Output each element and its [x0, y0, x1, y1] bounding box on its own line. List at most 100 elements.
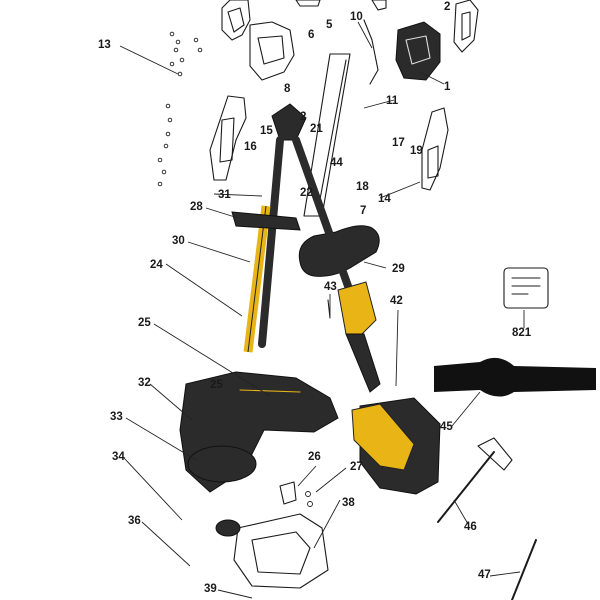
- upper-handle-grip: [258, 103, 352, 348]
- callout-34: 34: [112, 451, 125, 463]
- callout-17: 17: [392, 137, 405, 149]
- leader-line: [315, 467, 347, 493]
- upper-housing-center: [249, 0, 321, 81]
- screw-mark: [175, 39, 181, 45]
- callout-5: 5: [326, 19, 333, 31]
- screw-mark: [157, 181, 163, 187]
- leader-line: [213, 193, 263, 197]
- callout-46: 46: [464, 521, 477, 533]
- leader-line: [357, 21, 373, 49]
- screw-mark: [157, 157, 163, 163]
- leader-line: [153, 323, 271, 397]
- callout-2: 2: [444, 1, 450, 13]
- callout-28: 28: [190, 201, 203, 213]
- callout-2b: 2: [300, 111, 306, 123]
- screw-mark: [169, 61, 175, 67]
- callout-47: 47: [478, 569, 491, 581]
- callout-30: 30: [172, 235, 185, 247]
- tube-assembly-42: [337, 281, 381, 393]
- leader-line: [125, 417, 197, 461]
- leader-line: [363, 261, 387, 269]
- leader-line: [297, 465, 317, 487]
- callout-29: 29: [392, 263, 405, 275]
- screw-mark: [165, 131, 171, 137]
- callout-10: 10: [350, 11, 363, 23]
- spool-36: [215, 519, 241, 537]
- screw-mark: [177, 71, 183, 77]
- callout-11: 11: [386, 95, 399, 107]
- battery-pack: [351, 397, 441, 495]
- screw-mark: [173, 47, 179, 53]
- callout-7: 7: [360, 205, 366, 217]
- leader-line: [205, 207, 239, 219]
- callout-1: 1: [444, 81, 451, 93]
- wrench-46: [437, 437, 513, 523]
- leader-line: [119, 45, 179, 75]
- screw-mark: [193, 37, 199, 43]
- callout-15: 15: [260, 125, 273, 137]
- leader-line: [395, 309, 399, 387]
- callout-38: 38: [342, 497, 355, 509]
- callout-36: 36: [128, 515, 141, 527]
- screw-mark: [161, 169, 167, 175]
- callout-39: 39: [204, 583, 217, 595]
- screw-mark: [165, 103, 171, 109]
- screws-27: [305, 491, 313, 507]
- front-grip-28: [231, 211, 301, 231]
- callout-32: 32: [138, 377, 151, 389]
- callout-31: 31: [218, 189, 231, 201]
- callout-42: 42: [390, 295, 403, 307]
- callout-27: 27: [350, 461, 363, 473]
- upper-housing-left-half: [221, 0, 251, 41]
- callout-19: 19: [410, 145, 423, 157]
- screw-mark: [169, 31, 175, 37]
- callout-26: 26: [308, 451, 321, 463]
- leader-lines: [119, 21, 525, 599]
- bracket-part-10: [363, 0, 387, 85]
- callout-8: 8: [284, 83, 291, 95]
- callout-33: 33: [110, 411, 123, 423]
- callout-25b: 25: [210, 379, 223, 391]
- handle-housing-left: [209, 95, 247, 181]
- leader-line: [187, 241, 251, 263]
- leader-line: [217, 589, 253, 599]
- motor-head-assembly: [179, 371, 339, 493]
- leader-line: [123, 457, 183, 521]
- callout-16: 16: [244, 141, 257, 153]
- callout-44: 44: [330, 157, 343, 169]
- screw-set-13: [157, 31, 203, 187]
- motor-housing-part-1: [395, 21, 441, 81]
- callout-13: 13: [98, 39, 111, 51]
- callout-24: 24: [150, 259, 163, 271]
- screw-mark: [163, 143, 169, 149]
- spool-housing-38: [233, 513, 329, 589]
- callout-22: 22: [300, 187, 313, 199]
- bracket-26: [279, 481, 297, 505]
- leader-line: [451, 391, 481, 427]
- leader-line: [419, 71, 445, 85]
- label-821: [503, 267, 549, 309]
- leader-line: [141, 521, 191, 567]
- leader-line: [453, 499, 469, 525]
- callout-18: 18: [356, 181, 369, 193]
- hex-key-47: [511, 539, 537, 600]
- leader-line: [165, 263, 243, 317]
- callout-45: 45: [440, 421, 453, 433]
- housing-cover-part-2: [453, 0, 479, 53]
- callout-14: 14: [378, 193, 391, 205]
- main-shaft-24: [243, 205, 271, 353]
- callout-43: 43: [324, 281, 337, 293]
- leader-line: [489, 571, 521, 577]
- leader-line: [149, 383, 193, 421]
- callout-25: 25: [138, 317, 151, 329]
- callout-6: 6: [308, 29, 314, 41]
- callout-821: 821: [512, 327, 532, 339]
- warning-label-45: [434, 357, 596, 397]
- leader-line: [363, 99, 395, 109]
- screw-mark: [197, 47, 203, 53]
- callout-21: 21: [310, 123, 323, 135]
- screw-mark: [167, 117, 173, 123]
- leader-line: [379, 181, 421, 199]
- leader-line: [313, 499, 341, 549]
